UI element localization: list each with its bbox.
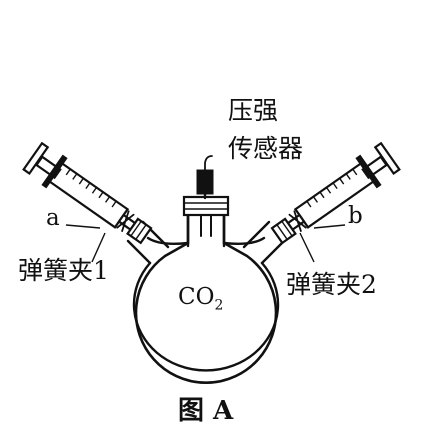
gas-subscript: 2 xyxy=(214,297,224,314)
pressure-sensor xyxy=(196,155,214,200)
leader-clamp1 xyxy=(91,232,106,263)
gas-formula: CO xyxy=(178,284,215,310)
syringe-b-label: b xyxy=(348,203,363,229)
syringe-a-label: a xyxy=(46,205,60,231)
leader-b xyxy=(313,224,346,229)
right-neck xyxy=(242,220,286,265)
figure-caption: 图 A xyxy=(178,396,234,426)
clamp1-label: 弹簧夹1 xyxy=(18,256,109,285)
sensor-label-line1: 压强 xyxy=(228,96,279,125)
flask-content-label: CO2 xyxy=(178,286,223,313)
sensor-label-line2: 传感器 xyxy=(228,134,304,163)
flask-bowl xyxy=(132,261,280,372)
syringe-a xyxy=(22,141,153,245)
leader-clamp2 xyxy=(299,232,315,263)
center-stopper xyxy=(182,195,230,237)
clamp2-label: 弹簧夹2 xyxy=(286,270,377,299)
leader-a xyxy=(65,224,101,229)
syringe-b xyxy=(270,141,401,245)
center-neck xyxy=(186,212,226,248)
